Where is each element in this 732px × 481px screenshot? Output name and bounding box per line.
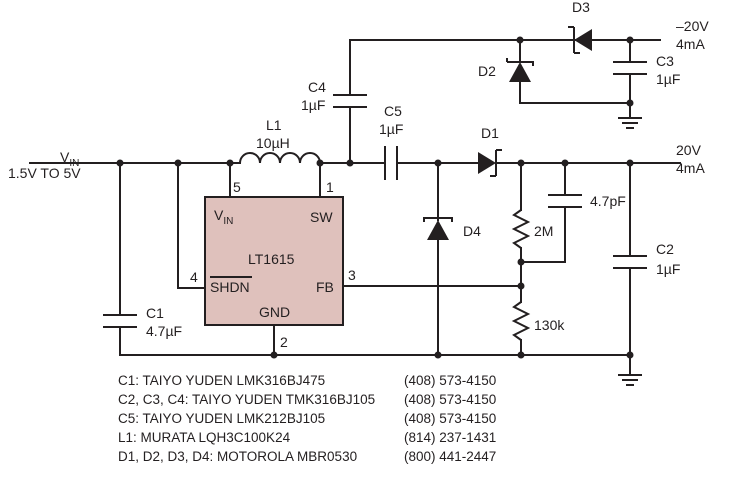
ic-pin-fb: FB (316, 279, 334, 295)
iout-neg-label: 4mA (676, 36, 705, 52)
bill-of-materials: C1: TAIYO YUDEN LMK316BJ475 (408) 573-41… (118, 373, 496, 464)
vout-pos-label: 20V (676, 142, 702, 158)
ic-pin-gnd: GND (259, 304, 290, 320)
bom-row-phone: (814) 237-1431 (404, 430, 496, 445)
iout-pos-label: 4mA (676, 160, 705, 176)
bom-row-phone: (408) 573-4150 (404, 392, 496, 407)
r2m-value: 2M (534, 223, 553, 239)
capacitor-c5 (384, 146, 481, 180)
ic-pin-sw: SW (310, 209, 333, 225)
junction-dots (116, 36, 634, 359)
capacitor-c1 (103, 314, 137, 328)
c2-value: 1µF (656, 261, 680, 277)
bom-row-parts: D1, D2, D3, D4: MOTOROLA MBR0530 (118, 449, 357, 464)
c2-ref: C2 (656, 241, 674, 257)
resistor-130k (511, 301, 531, 341)
bom-row-parts: C2, C3, C4: TAIYO YUDEN TMK316BJ105 (118, 392, 375, 407)
bom-row-parts: L1: MURATA LQH3C100K24 (118, 430, 291, 445)
c5-ref: C5 (384, 103, 402, 119)
ic-part-label: LT1615 (248, 251, 295, 267)
c1-value: 4.7µF (146, 323, 182, 339)
pin-number-3: 3 (348, 267, 356, 283)
input-rail (29, 162, 241, 356)
vout-neg-label: –20V (676, 18, 709, 34)
ic-pin-vin: VIN (214, 207, 233, 227)
bom-row-phone: (408) 573-4150 (404, 373, 496, 388)
cff-value: 4.7pF (590, 193, 626, 209)
d4-ref: D4 (463, 223, 481, 239)
vin-label: VIN (60, 149, 79, 169)
diode-d4 (423, 162, 453, 356)
c3-ref: C3 (656, 53, 674, 69)
capacitor-c4 (333, 94, 367, 108)
d2-ref: D2 (478, 63, 496, 79)
l1-value: 10µH (256, 135, 290, 151)
r130k-value: 130k (534, 317, 565, 333)
inductor-l1 (239, 152, 321, 164)
d3-ref: D3 (572, 0, 590, 15)
pin-number-1: 1 (326, 179, 334, 195)
ic-pin-shdn: SHDN (210, 279, 250, 295)
c3-value: 1µF (656, 71, 680, 87)
switch-node (319, 39, 661, 198)
negative-rail (506, 26, 647, 129)
c1-ref: C1 (146, 305, 164, 321)
pin-number-2: 2 (280, 334, 288, 350)
bom-row-parts: C1: TAIYO YUDEN LMK316BJ475 (118, 373, 325, 388)
d1-ref: D1 (481, 125, 499, 141)
diode-d1 (478, 149, 681, 177)
pin-number-4: 4 (190, 269, 198, 285)
bom-row-phone: (800) 441-2447 (404, 449, 496, 464)
l1-ref: L1 (266, 117, 282, 133)
c4-value: 1µF (301, 97, 325, 113)
ic-lt1615 (204, 196, 344, 326)
bom-row-parts: C5: TAIYO YUDEN LMK212BJ105 (118, 411, 325, 426)
resistor-2m (511, 209, 531, 249)
feedback-network (342, 162, 582, 356)
c5-value: 1µF (379, 121, 403, 137)
vin-range-label: 1.5V TO 5V (8, 165, 81, 181)
bom-row-phone: (408) 573-4150 (404, 411, 496, 426)
ground-rail (119, 324, 642, 386)
pin-number-5: 5 (233, 179, 241, 195)
c4-ref: C4 (308, 79, 326, 95)
